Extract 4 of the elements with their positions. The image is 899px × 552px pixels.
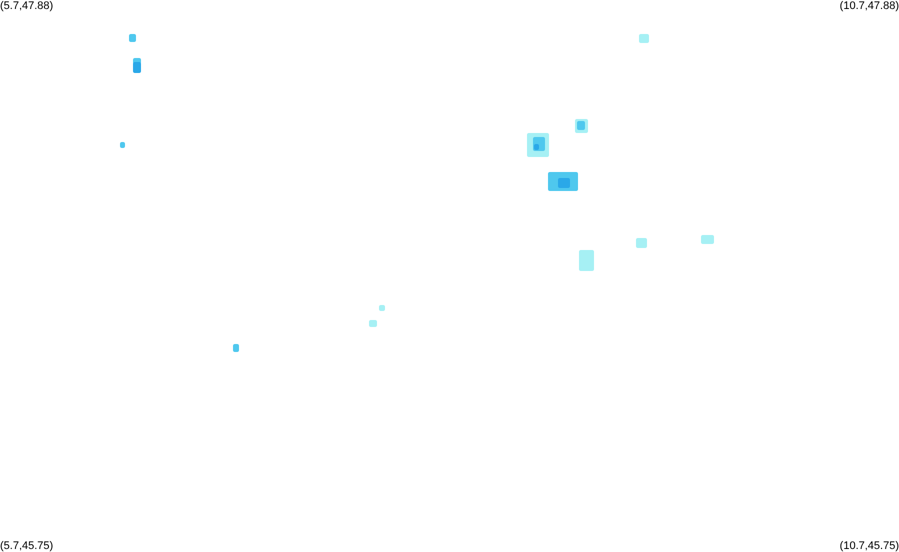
corner-coordinate-label: (5.7,45.75) — [0, 540, 54, 552]
corner-coordinate-label: (10.7,47.88) — [840, 0, 899, 12]
corner-coordinate-label: (10.7,45.75) — [840, 540, 899, 552]
corner-coordinate-label: (5.7,47.88) — [0, 0, 54, 12]
